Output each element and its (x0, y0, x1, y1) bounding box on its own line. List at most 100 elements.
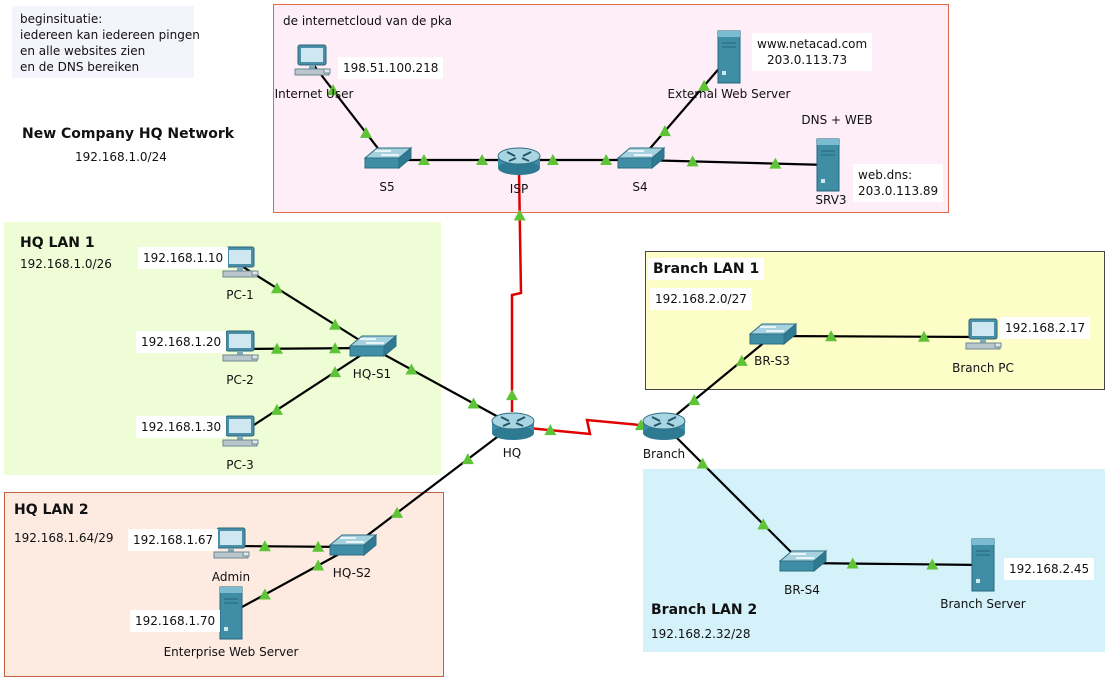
link-up-indicator (506, 389, 518, 401)
link-ent_web-hq_s2 (230, 546, 353, 614)
server-icon[interactable] (717, 30, 741, 84)
pc-icon[interactable] (965, 318, 1002, 350)
router-icon[interactable] (497, 147, 541, 175)
link-up-indicator (461, 453, 474, 465)
link-internet_user-s5 (311, 62, 388, 161)
begin-line-3: en alle websites zien (20, 44, 146, 58)
pc-icon[interactable] (222, 415, 259, 447)
pc-icon[interactable] (222, 246, 259, 278)
link-s4-srv3 (639, 158, 829, 167)
hq-lan2-area (4, 492, 444, 677)
link-up-indicator (405, 363, 418, 375)
pc-icon[interactable] (294, 44, 331, 76)
pc3-ip: 192.168.1.30 (136, 416, 227, 438)
link-lights-layer (258, 79, 939, 600)
admin-ip: 192.168.1.67 (128, 529, 219, 551)
link-up-indicator (696, 457, 709, 469)
link-up-indicator (329, 342, 342, 354)
isp-label: ISP (509, 182, 529, 196)
link-up-indicator (686, 155, 699, 167)
link-up-indicator (391, 506, 404, 518)
link-up-indicator (769, 157, 782, 169)
link-hq_s1-hq (371, 347, 514, 426)
switch-icon[interactable] (778, 549, 828, 573)
switch-icon[interactable] (616, 146, 666, 170)
link-up-indicator (258, 588, 271, 600)
links-layer (230, 56, 984, 614)
br-s4-label: BR-S4 (784, 583, 820, 597)
link-up-indicator (327, 84, 339, 96)
company-subnet: 192.168.1.0/24 (70, 146, 172, 168)
server-icon[interactable] (816, 138, 840, 192)
br-s3-label: BR-S3 (754, 354, 790, 368)
branch-lan1-title: Branch LAN 1 (648, 258, 765, 280)
link-up-indicator (329, 318, 342, 330)
hq-lan1-title: HQ LAN 1 (20, 235, 95, 251)
link-hq-branch (527, 418, 651, 436)
link-up-indicator (825, 330, 838, 342)
branch-pc-ip: 192.168.2.17 (1000, 317, 1091, 339)
hq-s1-label: HQ-S1 (352, 367, 392, 381)
begin-line-1: beginsituatie: (20, 12, 103, 26)
pc2-label: PC-2 (226, 373, 254, 387)
begin-situation-note (12, 6, 194, 78)
hq-label: HQ (502, 446, 522, 460)
link-up-indicator (476, 154, 489, 165)
link-up-indicator (513, 209, 526, 221)
branch-server-label: Branch Server (940, 597, 1026, 611)
branch-lan2-title: Branch LAN 2 (651, 602, 758, 618)
branch-lan1-subnet: 192.168.2.0/27 (650, 288, 752, 310)
link-up-indicator (600, 154, 613, 165)
link-up-indicator (360, 126, 372, 138)
pc-icon[interactable] (213, 527, 250, 559)
admin-label: Admin (211, 570, 251, 584)
link-up-indicator (926, 558, 939, 570)
link-branch-br_s4 (663, 424, 803, 564)
link-up-indicator (917, 330, 930, 342)
cloud-area-label: de internetcloud van de pka (283, 14, 452, 28)
link-up-indicator (467, 397, 480, 409)
devices-layer (213, 30, 1002, 640)
switch-icon[interactable] (748, 322, 798, 346)
link-up-indicator (417, 154, 430, 165)
pc-icon[interactable] (222, 330, 259, 362)
company-title: New Company HQ Network (17, 123, 240, 145)
branch-label: Branch (642, 447, 686, 461)
link-up-indicator (312, 559, 325, 571)
server-icon[interactable] (219, 586, 243, 640)
switch-icon[interactable] (363, 146, 413, 170)
link-up-indicator (270, 342, 283, 354)
hq-lan1-subnet: 192.168.1.0/26 (20, 257, 112, 271)
link-hq-hq_s2 (351, 424, 514, 548)
router-icon[interactable] (491, 412, 535, 440)
pc2-ip: 192.168.1.20 (136, 331, 227, 353)
link-up-indicator (698, 79, 711, 91)
s4-label: S4 (632, 180, 648, 194)
router-icon[interactable] (642, 412, 686, 440)
server-icon[interactable] (971, 538, 995, 592)
srv3-ip: web.dns:203.0.113.89 (853, 164, 944, 202)
pc1-label: PC-1 (226, 288, 254, 302)
pc1-ip: 192.168.1.10 (138, 247, 229, 269)
ext-web-ip-line1: www.netacad.com (757, 37, 868, 51)
link-up-indicator (846, 557, 859, 569)
switch-icon[interactable] (348, 334, 398, 358)
link-br_s3-branch_pc (771, 334, 984, 339)
link-isp-hq (510, 171, 523, 412)
internet-user-ip: 198.51.100.218 (338, 57, 444, 79)
hq-lan2-subnet: 192.168.1.64/29 (14, 531, 114, 545)
srv3-label: SRV3 (815, 193, 847, 207)
link-up-indicator (270, 403, 283, 415)
srv3-tag: DNS + WEB (801, 113, 873, 127)
begin-line-4: en de DNS bereiken (20, 60, 140, 74)
ext-web-ip-line2: 203.0.113.73 (767, 53, 848, 67)
link-up-indicator (258, 540, 271, 552)
link-pc1-hq_s1 (239, 264, 373, 349)
link-up-indicator (329, 366, 342, 378)
link-br_s4-branch_server (801, 561, 984, 567)
srv3-ip-line2: 203.0.113.89 (858, 184, 939, 198)
branch-server-ip: 192.168.2.45 (1004, 558, 1095, 580)
switch-icon[interactable] (328, 533, 378, 557)
link-up-indicator (658, 125, 671, 137)
